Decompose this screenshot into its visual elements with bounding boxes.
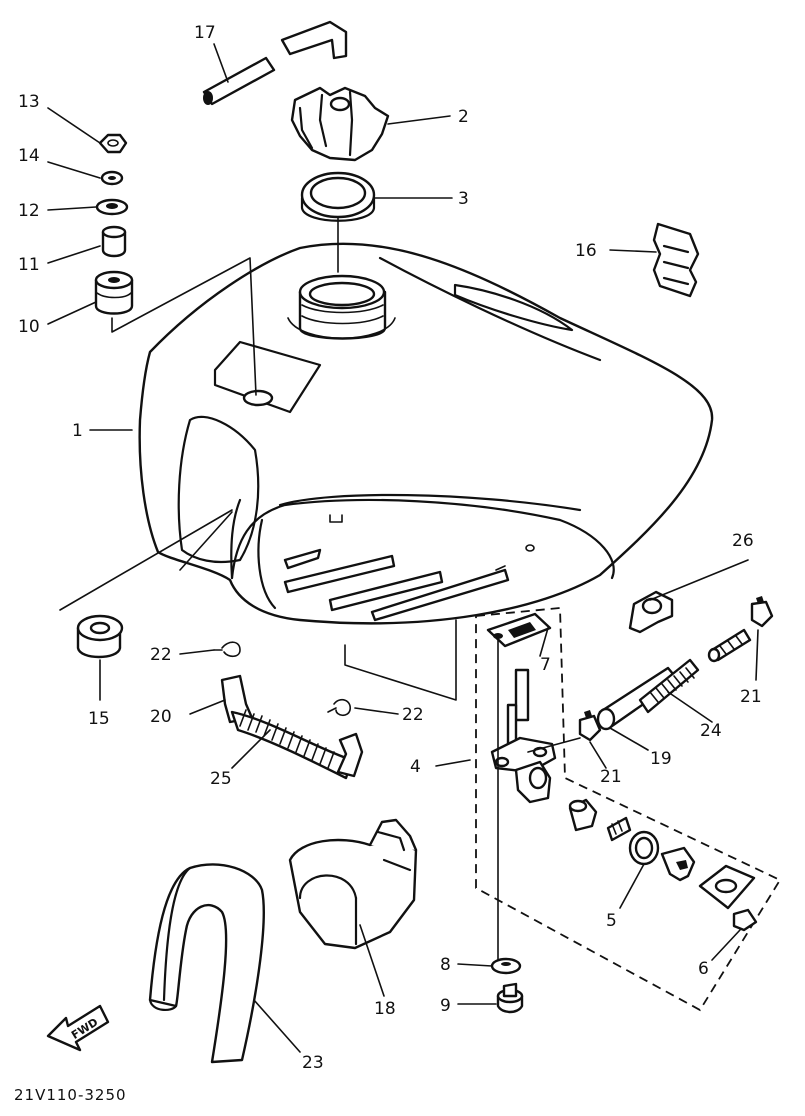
clip-21-upper [750, 596, 774, 628]
fuel-cock-assembly [475, 607, 782, 1012]
label-21-lower: 21 [600, 767, 622, 787]
nut-13 [98, 133, 128, 154]
screw-6 [732, 908, 758, 932]
cap-gasket [300, 171, 376, 222]
bracket-26 [628, 590, 674, 634]
cover-23 [148, 863, 265, 1064]
label-12: 12 [18, 201, 40, 221]
filler-neck [287, 274, 396, 340]
label-23: 23 [302, 1053, 324, 1073]
breather-pipe [202, 20, 348, 106]
leader-lines [47, 43, 759, 1053]
fuel-tank [138, 242, 714, 625]
label-4: 4 [410, 757, 421, 777]
label-21-upper: 21 [740, 687, 762, 707]
label-9: 9 [440, 996, 451, 1016]
collar-11 [101, 225, 127, 258]
grommet-10 [94, 270, 134, 315]
washer-12 [95, 198, 129, 216]
fuel-hose [220, 674, 364, 780]
label-13: 13 [18, 92, 40, 112]
label-25: 25 [210, 769, 232, 789]
label-11: 11 [18, 255, 40, 275]
label-18: 18 [374, 999, 396, 1019]
label-5: 5 [606, 911, 617, 931]
washer-8 [490, 957, 522, 975]
spring-21 [707, 628, 752, 663]
label-14: 14 [18, 146, 40, 166]
fuel-cock-body [490, 668, 557, 804]
fwd-arrow-icon: FWD [46, 1004, 110, 1052]
label-20: 20 [150, 707, 172, 727]
label-22-left: 22 [150, 645, 172, 665]
label-22-right: 22 [402, 705, 424, 725]
label-17: 17 [194, 23, 216, 43]
drain-bolt-9 [496, 982, 524, 1014]
filter-screen-19 [596, 658, 700, 731]
part-labels: 17 2 3 13 14 12 11 10 1 16 15 22 20 25 2… [18, 23, 762, 1073]
washer-14 [100, 170, 124, 186]
side-cover-18 [288, 818, 418, 950]
label-8: 8 [440, 955, 451, 975]
diagram-code: 21V110-3250 [14, 1086, 127, 1104]
label-16: 16 [575, 241, 597, 261]
clip-21-lower [578, 710, 602, 742]
label-24: 24 [700, 721, 722, 741]
label-15: 15 [88, 709, 110, 729]
label-19: 19 [650, 749, 672, 769]
label-10: 10 [18, 317, 40, 337]
label-26: 26 [732, 531, 754, 551]
fuel-cock-gasket-7 [486, 612, 552, 648]
fuel-cap [290, 86, 390, 162]
clip-22-right [327, 698, 351, 717]
label-1: 1 [72, 421, 83, 441]
clip-22-left [213, 641, 241, 658]
filter-spring-24 [649, 667, 695, 703]
label-6: 6 [698, 959, 709, 979]
cock-lever-parts [568, 798, 756, 910]
label-2: 2 [458, 107, 469, 127]
damper [652, 222, 700, 298]
label-3: 3 [458, 189, 469, 209]
damper-15 [76, 614, 124, 659]
label-7: 7 [540, 655, 551, 675]
